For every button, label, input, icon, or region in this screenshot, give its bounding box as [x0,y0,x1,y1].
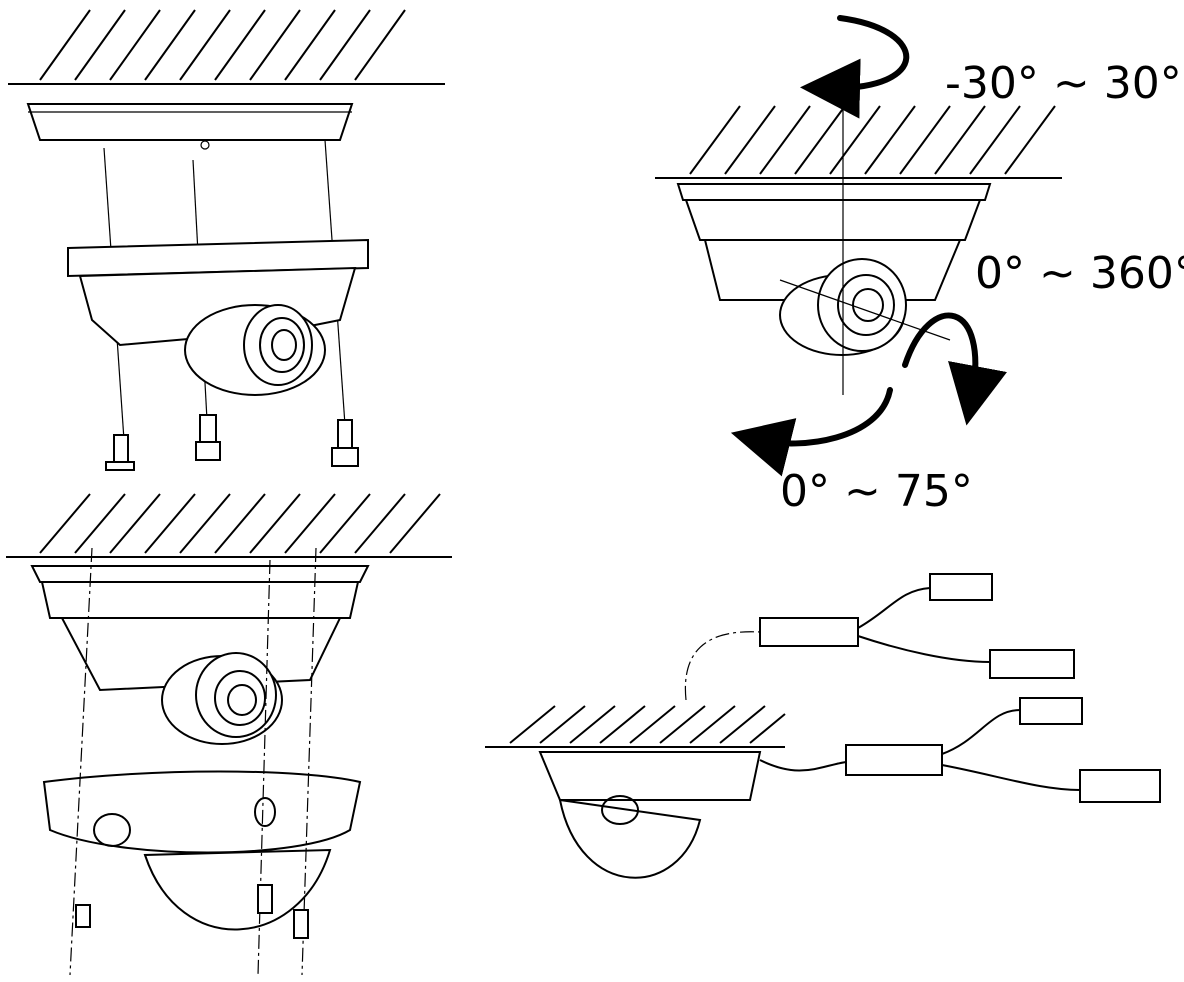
rotation-range-label: 0° ~ 360° [975,248,1184,299]
screws [75,884,309,939]
camera-assembled [538,751,762,879]
ceiling-hatch [8,9,445,85]
pan-range-label: -30° ~ 30° [945,58,1182,109]
cable-lower [759,697,1161,803]
camera-body [67,238,369,396]
screws [105,414,359,471]
rotation-arrows [730,15,1007,477]
camera-mounted [30,565,370,745]
mounting-plate [26,103,354,150]
ceiling-hatch [6,493,452,558]
panel-mount-plate-install [8,9,445,471]
panel-adjust-angles [655,15,1062,477]
tilt-range-label: 0° ~ 75° [780,466,973,517]
ceiling-hatch [655,105,1062,179]
ceiling-hatch [485,705,786,748]
camera-mounted [676,183,992,356]
cover-dome [42,770,362,931]
cable-upper [684,573,1075,701]
panel-cable-connection [485,573,1161,879]
panel-cover-install [6,493,452,976]
